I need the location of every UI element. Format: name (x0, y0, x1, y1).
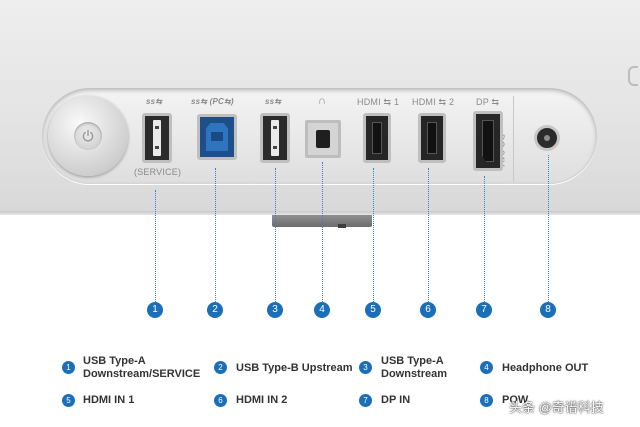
panel-divider (513, 96, 514, 182)
legend-item-1-line1: USB Type-A (83, 355, 146, 367)
legend-item-3-line2: Downstream (381, 368, 448, 380)
legend-item-1-line2: Downstream/SERVICE (83, 368, 201, 380)
legend-item-8: POW (502, 394, 529, 406)
legend-number-5: 5 (62, 394, 75, 407)
legend-item-1: USB Type-A Downstream/SERVICE (83, 355, 200, 381)
power-button-center (74, 122, 102, 150)
callout-number-7: 7 (476, 302, 492, 318)
headphone-jack[interactable] (305, 120, 341, 158)
legend-number-1: 1 (62, 361, 75, 374)
power-button[interactable] (48, 96, 128, 176)
callout-line-5 (373, 168, 374, 302)
port-label-7: DP ⇆ (476, 97, 500, 107)
displayport[interactable] (473, 111, 503, 171)
legend-item-3: USB Type-A Downstream (381, 355, 447, 381)
legend-item-6: HDMI IN 2 (236, 394, 288, 406)
callout-number-8: 8 (540, 302, 556, 318)
port-label-3: ss⇆ (265, 97, 282, 106)
legend-number-7: 7 (359, 394, 372, 407)
callout-number-6: 6 (420, 302, 436, 318)
callout-line-2 (215, 168, 216, 302)
housing-notch (628, 66, 638, 86)
legend-number-2: 2 (214, 361, 227, 374)
legend-item-7: DP IN (381, 394, 411, 406)
port-label-5: HDMI ⇆ 1 (357, 97, 400, 107)
callout-line-6 (428, 168, 429, 302)
housing-bottom-edge (0, 211, 640, 215)
legend-number-8: 8 (480, 394, 493, 407)
usb-b-port[interactable] (197, 114, 237, 160)
hdmi-port-2[interactable] (418, 113, 446, 163)
usb-a-port-1[interactable] (142, 113, 172, 163)
callout-number-1: 1 (147, 302, 163, 318)
callout-number-5: 5 (365, 302, 381, 318)
legend-item-5: HDMI IN 1 (83, 394, 135, 406)
port-sublabel-1: (SERVICE) (134, 167, 182, 177)
legend-number-4: 4 (480, 361, 493, 374)
callout-number-2: 2 (207, 302, 223, 318)
port-label-6: HDMI ⇆ 2 (412, 97, 455, 107)
power-icon (82, 129, 94, 142)
legend-item-3-line1: USB Type-A (381, 355, 444, 367)
port-label-2: ss⇆ (PC⇆) (191, 97, 234, 106)
legend-number-3: 3 (359, 361, 372, 374)
legend-item-4: Headphone OUT (502, 362, 589, 374)
stand-tab (338, 224, 346, 228)
dc-power-jack[interactable] (534, 125, 560, 151)
port-label-1: ss⇆ (146, 97, 163, 106)
watermark-text: 头条 @奇谱科技 (509, 400, 604, 415)
callout-number-4: 4 (314, 302, 330, 318)
legend-number-6: 6 (214, 394, 227, 407)
callout-line-1 (155, 190, 156, 302)
callout-line-8 (548, 155, 549, 302)
callout-line-4 (322, 162, 323, 302)
callout-line-7 (484, 176, 485, 302)
callout-line-3 (275, 168, 276, 302)
usb-a-port-3[interactable] (260, 113, 290, 163)
callout-number-3: 3 (267, 302, 283, 318)
port-label-4: ∩ (318, 95, 327, 107)
hdmi-port-1[interactable] (363, 113, 391, 163)
legend-item-2: USB Type-B Upstream (236, 362, 353, 374)
